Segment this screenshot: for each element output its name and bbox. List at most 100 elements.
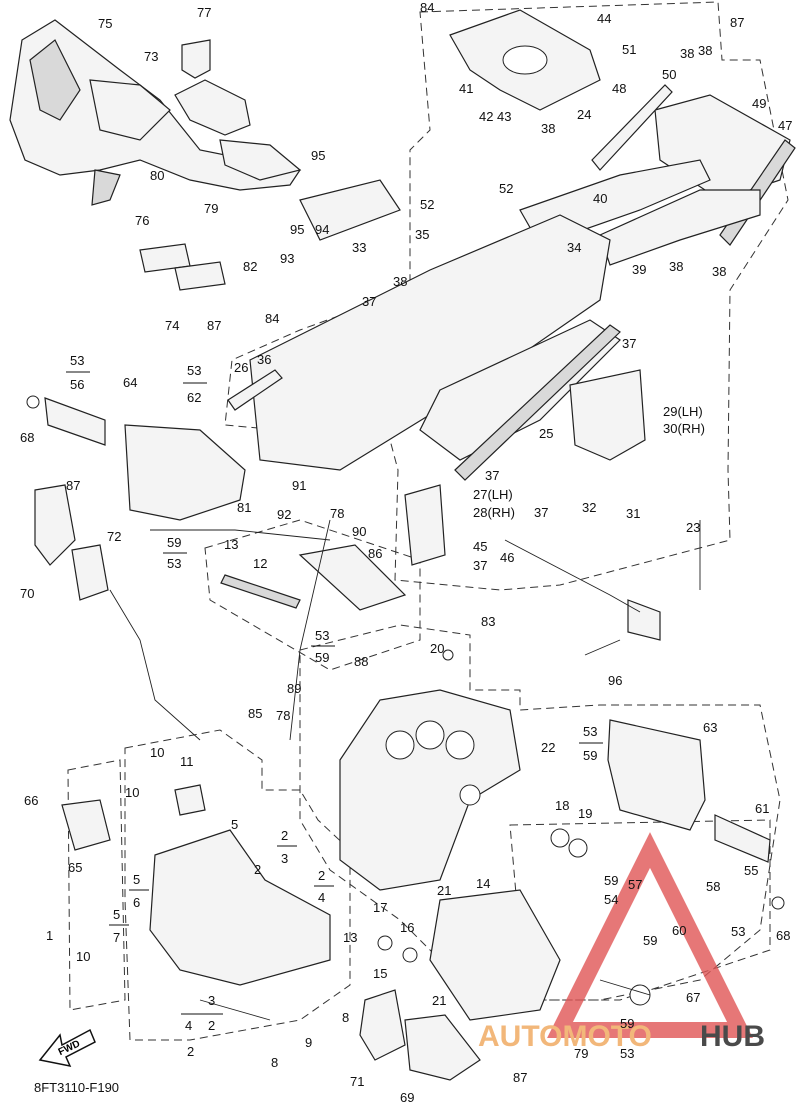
callout-59: 59: [620, 1016, 634, 1031]
callout-22: 22: [541, 740, 555, 755]
callout-23: 23: [686, 520, 700, 535]
callout-39: 39: [632, 262, 646, 277]
callout-21: 21: [432, 993, 446, 1008]
callout-68: 68: [20, 430, 34, 445]
callout-16: 16: [400, 920, 414, 935]
callout-9: 9: [305, 1035, 312, 1050]
callout-24: 24: [577, 107, 591, 122]
part-63-bracket: [607, 719, 706, 831]
callout-19: 19: [578, 806, 592, 821]
callout-74: 74: [165, 318, 179, 333]
diagram-code: 8FT3110-F190: [34, 1080, 119, 1095]
front-frame-assembly: [149, 829, 331, 986]
callout-13: 13: [343, 930, 357, 945]
watermark-text-hub: HUB: [700, 1020, 765, 1053]
callout-3: 3: [281, 851, 288, 866]
callout-10: 10: [76, 949, 90, 964]
callout-90: 90: [352, 524, 366, 539]
callout-87: 87: [513, 1070, 527, 1085]
callout-86: 86: [368, 546, 382, 561]
callout-96: 96: [608, 673, 622, 688]
part-65-bracket: [61, 799, 111, 851]
callout-65: 65: [68, 860, 82, 875]
callout-67: 67: [686, 990, 700, 1005]
callout-10: 10: [125, 785, 139, 800]
callout-33: 33: [352, 240, 366, 255]
watermark-triangle: [547, 832, 753, 1038]
callout-73: 73: [144, 49, 158, 64]
callout-91: 91: [292, 478, 306, 493]
callout-40: 40: [593, 191, 607, 206]
callout-71: 71: [350, 1074, 364, 1089]
callout-95: 95: [290, 222, 304, 237]
callout-92: 92: [277, 507, 291, 522]
callout-94: 94: [315, 222, 329, 237]
callout-12: 12: [253, 556, 267, 571]
callout-88: 88: [354, 654, 368, 669]
callout-37: 37: [622, 336, 636, 351]
callout-38: 38: [680, 46, 694, 61]
callout-59: 59: [315, 650, 329, 665]
callout-35: 35: [415, 227, 429, 242]
callout-38: 38: [541, 121, 555, 136]
callout-81: 81: [237, 500, 251, 515]
callout-43: 43: [497, 109, 511, 124]
part-71-guard: [359, 989, 406, 1061]
callout-6: 6: [133, 895, 140, 910]
part-70-bracket: [34, 484, 76, 566]
callout-2: 2: [318, 868, 325, 883]
callout-64: 64: [123, 375, 137, 390]
callout-38: 38: [712, 264, 726, 279]
front-cowl-structure: [9, 19, 302, 206]
callout-95: 95: [311, 148, 325, 163]
callout-45: 45: [473, 539, 487, 554]
fwd-arrow: FWD: [38, 1028, 96, 1068]
callout-53: 53: [187, 363, 201, 378]
callout-31: 31: [626, 506, 640, 521]
callout-38: 38: [393, 274, 407, 289]
callout-84: 84: [265, 311, 279, 326]
part-25-rail: [454, 324, 621, 481]
callout-13: 13: [224, 537, 238, 552]
group-outline-front-frame: [124, 729, 351, 1041]
callout-29-lh: 29(LH): [663, 404, 703, 419]
part-25-footrest: [419, 319, 621, 461]
callout-75: 75: [98, 16, 112, 31]
callout-87: 87: [207, 318, 221, 333]
callout-5: 5: [113, 907, 120, 922]
callout-2: 2: [208, 1018, 215, 1033]
callout-26: 26: [234, 360, 248, 375]
callout-37: 37: [362, 294, 376, 309]
callout-38: 38: [669, 259, 683, 274]
callout-50: 50: [662, 67, 676, 82]
callout-63: 63: [703, 720, 717, 735]
callout-56: 56: [70, 377, 84, 392]
callout-84: 84: [420, 0, 434, 15]
callout-79: 79: [204, 201, 218, 216]
callout-2: 2: [281, 828, 288, 843]
callout-7: 7: [113, 930, 120, 945]
callout-59: 59: [583, 748, 597, 763]
callout-93: 93: [280, 251, 294, 266]
part-55-bracket: [714, 814, 771, 863]
callout-47: 47: [778, 118, 792, 133]
part-64-bracket: [124, 424, 246, 521]
callout-55: 55: [744, 863, 758, 878]
callout-18: 18: [555, 798, 569, 813]
callout-76: 76: [135, 213, 149, 228]
callout-58: 58: [706, 879, 720, 894]
callout-4: 4: [185, 1018, 192, 1033]
callout-4: 4: [318, 890, 325, 905]
part-26-bar: [227, 369, 283, 411]
part-96-bracket: [627, 599, 661, 641]
callout-11: 11: [180, 754, 194, 769]
callout-37: 37: [473, 558, 487, 573]
callout-8: 8: [342, 1010, 349, 1025]
callout-37: 37: [485, 468, 499, 483]
part-77-bracket: [181, 39, 211, 79]
callout-53: 53: [70, 353, 84, 368]
callout-53: 53: [620, 1046, 634, 1061]
callout-10: 10: [150, 745, 164, 760]
callout-77: 77: [197, 5, 211, 20]
watermark-text-automoto: AUTOMOTO: [478, 1020, 652, 1053]
